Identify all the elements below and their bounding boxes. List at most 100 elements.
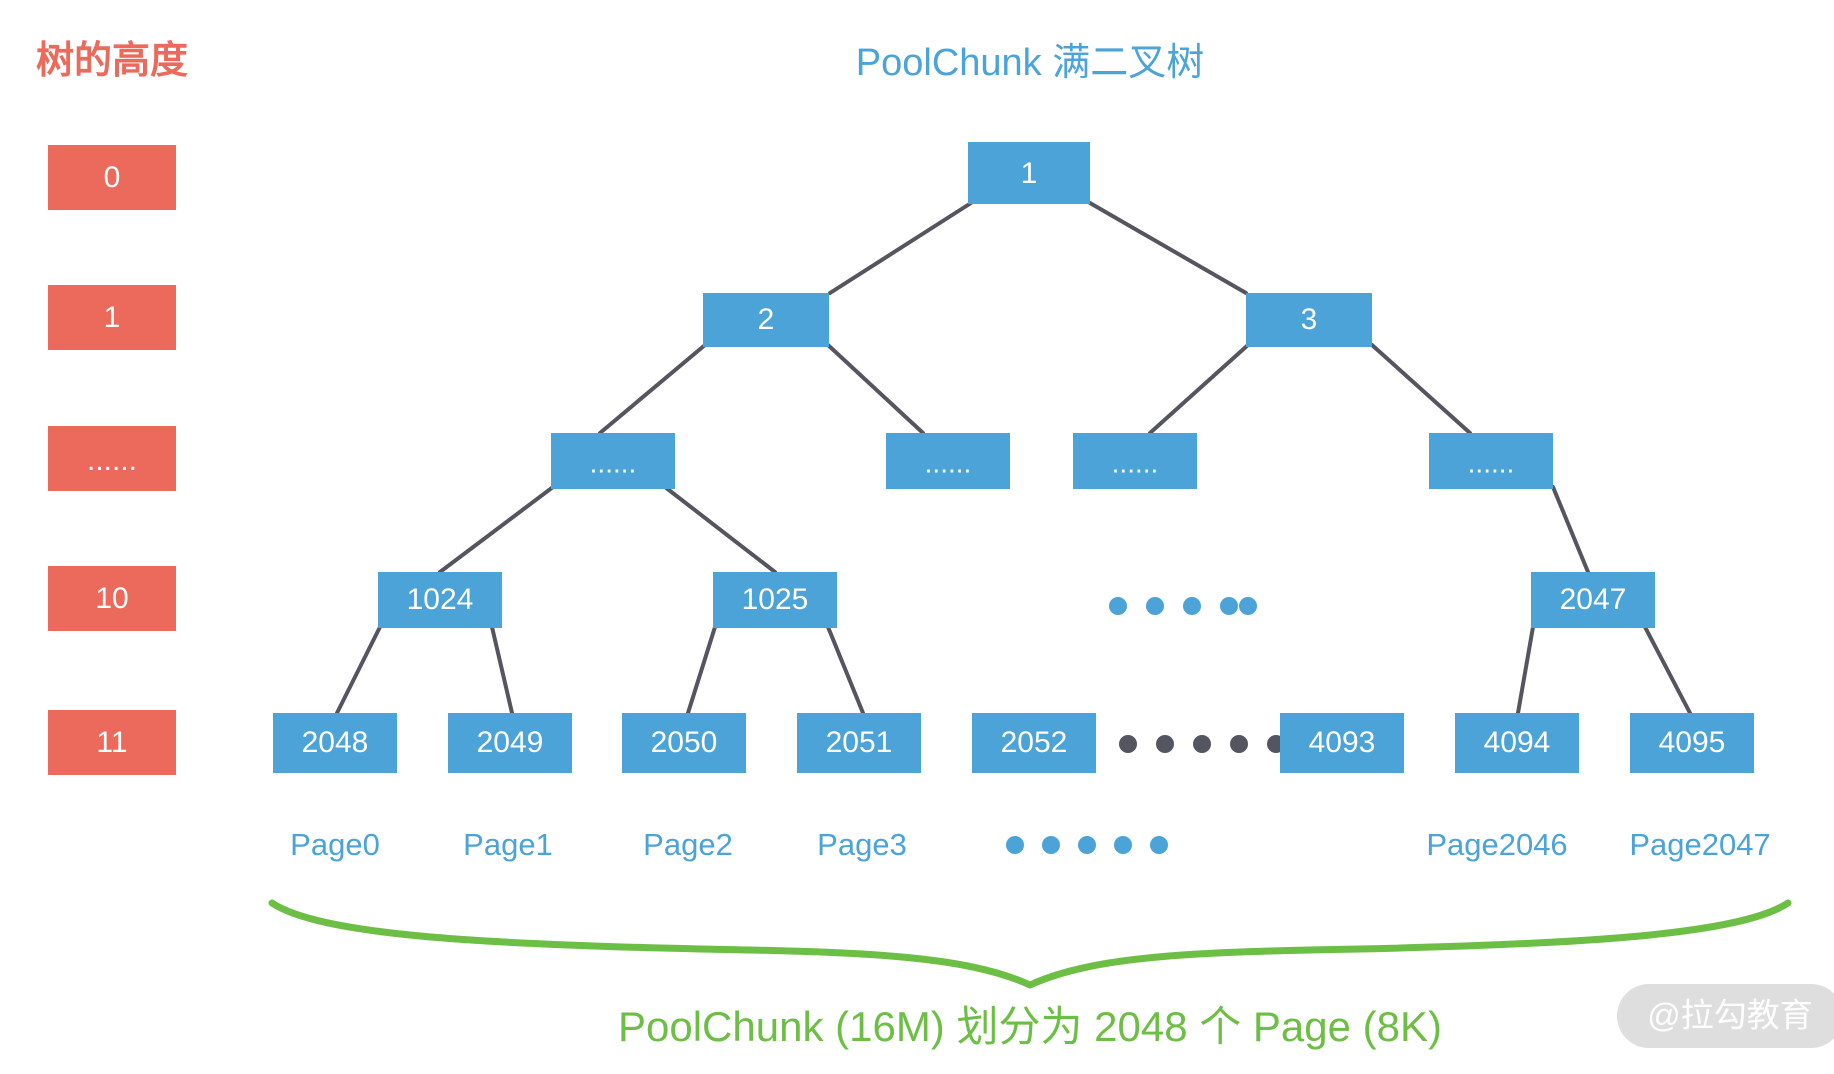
tree-node-2051-rect [797, 713, 921, 773]
edge-1-to-3 [1088, 201, 1248, 295]
watermark-label: @拉勾教育 [1647, 997, 1813, 1034]
tree-node-2048-rect [273, 713, 397, 773]
level-badge-2-label: ...... [87, 444, 137, 477]
page-span-brace [268, 899, 1792, 989]
tree-node-3-label: 3 [1301, 303, 1318, 336]
tree-node-ellipsis-a: ...... [551, 433, 675, 489]
edge-1025-to-2050 [686, 625, 717, 715]
tree-node-2052-label: 2052 [1001, 726, 1068, 759]
tree-node-2050-label: 2050 [651, 726, 718, 759]
diagram-caption: PoolChunk (16M) 划分为 2048 个 Page (8K) [618, 1003, 1442, 1050]
tree-node-ellipsis-a-label: ...... [590, 447, 637, 478]
ellipsis-dot [1042, 836, 1060, 854]
edge-dotsD-to-2047 [1551, 485, 1590, 574]
page-label-1: Page1 [463, 827, 553, 862]
edge-2-to-dotsB [826, 343, 925, 435]
tree-node-2047: 2047 [1531, 572, 1655, 628]
tree-node-1-rect [968, 142, 1090, 204]
ellipsis-dot [1109, 597, 1127, 615]
level-badge-0-label: 0 [104, 161, 121, 194]
tree-node-4093-rect [1280, 713, 1404, 773]
level-badge-11-label: 11 [96, 726, 127, 759]
tree-node-2048-label: 2048 [302, 726, 369, 759]
page-label-ellipsis-dots [1006, 836, 1168, 854]
level-badge-0: 0 [48, 145, 176, 210]
ellipsis-dot [1193, 735, 1211, 753]
level-badge-11-rect [48, 710, 176, 775]
tree-node-3: 3 [1246, 293, 1372, 347]
page-label-2047: Page2047 [1629, 827, 1770, 862]
tree-node-1025: 1025 [713, 572, 837, 628]
level-badge-0-rect [48, 145, 176, 210]
ellipsis-dot [1239, 597, 1257, 615]
tree-node-2051-label: 2051 [826, 726, 893, 759]
ellipsis-dot [1220, 597, 1238, 615]
level-badge-1: 1 [48, 285, 176, 350]
page-label-3: Page3 [817, 827, 907, 862]
tree-height-column-title: 树的高度 [36, 40, 188, 82]
tree-node-2052: 2052 [972, 713, 1096, 773]
tree-node-4093-box: 4093 [1280, 713, 1404, 773]
tree-node-4094-rect [1455, 713, 1579, 773]
tree-node-4094: 4094 [1455, 713, 1579, 773]
level-badge-2-rect [48, 426, 176, 491]
tree-node-2050: 2050 [622, 713, 746, 773]
watermark: @拉勾教育 [1617, 984, 1834, 1048]
tree-node-ellipsis-c: ...... [1073, 433, 1197, 489]
level-badge-2: ...... [48, 426, 176, 491]
tree-node-ellipsis-d-label: ...... [1468, 447, 1515, 478]
edge-3-to-dotsC [1148, 343, 1250, 435]
tree-edges [335, 201, 1692, 715]
tree-node-ellipsis-b: ...... [886, 433, 1010, 489]
tree-node-2-label: 2 [758, 303, 775, 336]
tree-node-2051: 2051 [797, 713, 921, 773]
tree-node-2049: 2049 [448, 713, 572, 773]
ellipsis-dot [1006, 836, 1024, 854]
tree-node-ellipsis-b-label: ...... [925, 447, 972, 478]
level-badge-1-label: 1 [104, 301, 121, 334]
tree-node-2047-label: 2047 [1560, 583, 1627, 616]
ellipsis-dot [1156, 735, 1174, 753]
tree-node-1024-rect [378, 572, 502, 628]
tree-node-2049-label: 2049 [477, 726, 544, 759]
tree-node-2050-rect [622, 713, 746, 773]
edge-1024-to-2048 [335, 625, 382, 715]
tree-node-2048: 2048 [273, 713, 397, 773]
edge-2-to-dotsA [598, 343, 707, 435]
tree-node-4095-rect [1630, 713, 1754, 773]
page-label-0: Page0 [290, 827, 380, 862]
tree-node-2: 2 [703, 293, 829, 347]
edge-1025-to-2051 [826, 625, 865, 715]
edge-dotsA-to-1025 [663, 485, 777, 574]
edge-1024-to-2049 [490, 625, 514, 715]
level-badge-10-label: 10 [95, 582, 128, 615]
edge-3-to-dotsD [1370, 343, 1472, 435]
tree-node-ellipsis-d: ...... [1429, 433, 1553, 489]
page-title: PoolChunk 满二叉树 [856, 42, 1204, 84]
ellipsis-dot [1150, 836, 1168, 854]
tree-node-1: 1 [968, 142, 1090, 204]
tree-node-4094-label: 4094 [1484, 726, 1551, 759]
tree-node-1024: 1024 [378, 572, 502, 628]
tree-node-3-rect [1246, 293, 1372, 347]
ellipsis-dot [1078, 836, 1096, 854]
tree-node-2-rect [703, 293, 829, 347]
tree-node-2052-rect [972, 713, 1096, 773]
level-badge-10-rect [48, 566, 176, 631]
level-badge-11: 11 [48, 710, 176, 775]
tree-node-1024-label: 1024 [407, 583, 474, 616]
ellipsis-dot [1146, 597, 1164, 615]
tree-node-ellipsis-c-rect [1073, 433, 1197, 489]
tree-node-1025-rect [713, 572, 837, 628]
tree-node-ellipsis-c-label: ...... [1112, 447, 1159, 478]
ellipsis-dot [1230, 735, 1248, 753]
edge-1-to-2 [828, 201, 973, 295]
page-label-2046: Page2046 [1426, 827, 1567, 862]
edge-dotsA-to-1024 [438, 485, 555, 574]
watermark-pill [1617, 984, 1834, 1048]
tree-node-2049-rect [448, 713, 572, 773]
tree-node-4093-label: 4093 [1309, 726, 1376, 759]
edge-2047-to-4094 [1516, 625, 1535, 715]
tree-node-ellipsis-b-rect [886, 433, 1010, 489]
